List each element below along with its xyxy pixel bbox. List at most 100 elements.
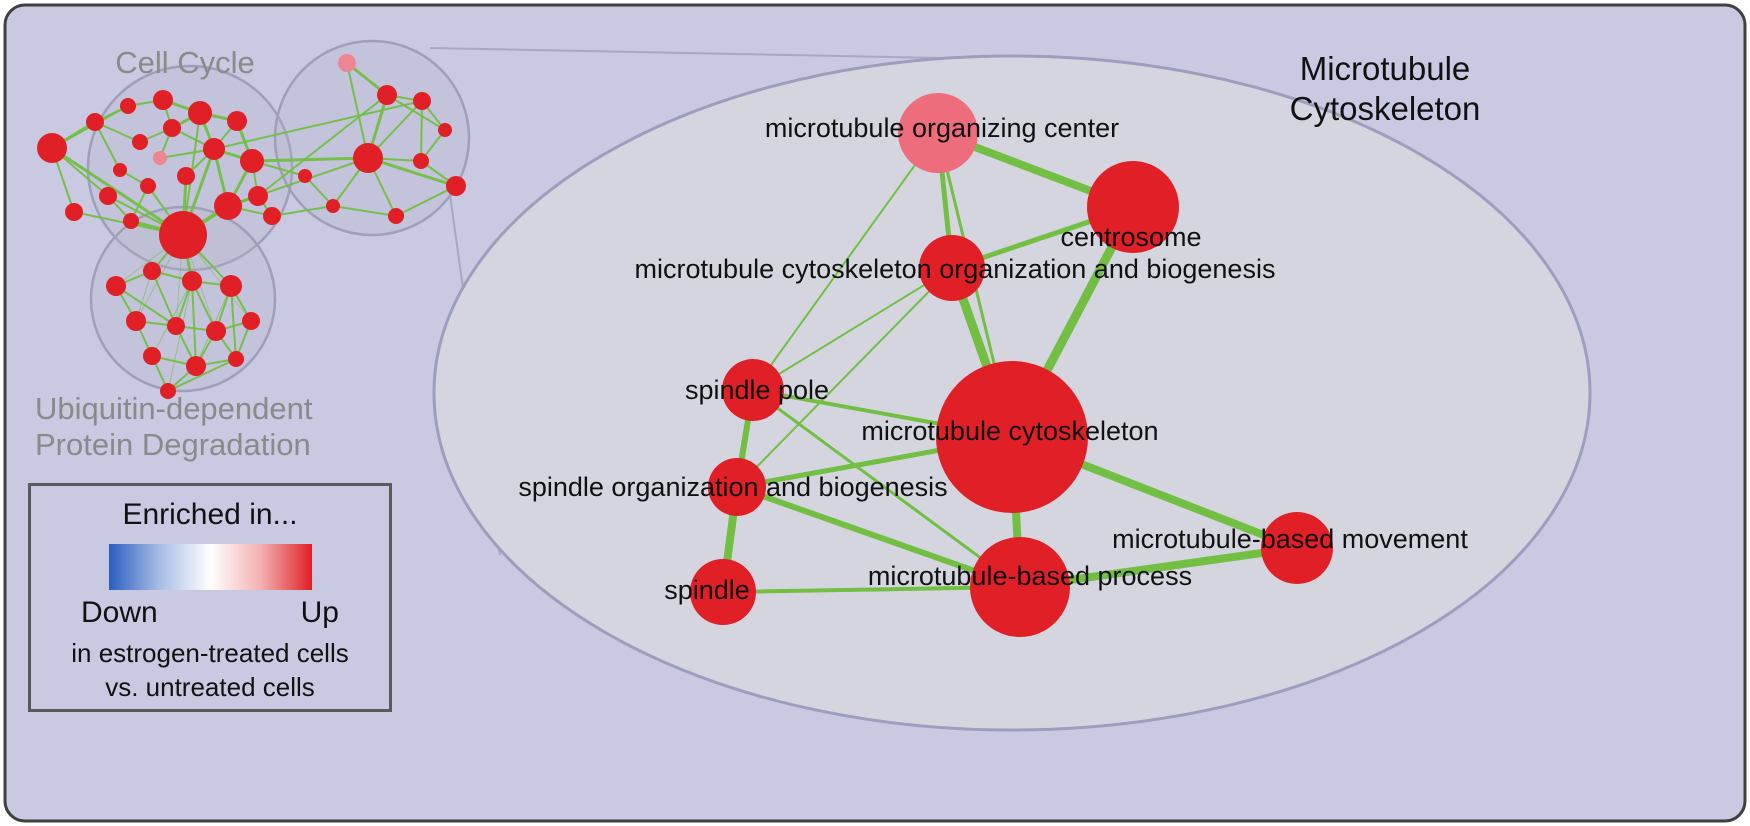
legend-subtitle-line2: vs. untreated cells <box>105 672 315 703</box>
zoom-node-mcob[interactable] <box>919 235 985 301</box>
overview-edge <box>386 94 446 131</box>
zoom-edge-spindle_pole-mbp <box>751 388 1022 589</box>
overview-node[interactable] <box>65 203 83 221</box>
zoom-node-spindle_pole[interactable] <box>722 359 784 421</box>
overview-edge <box>191 280 197 367</box>
overview-node[interactable] <box>446 176 466 196</box>
cluster-circle-microtubule <box>273 39 471 237</box>
overview-node[interactable] <box>126 311 146 331</box>
overview-node[interactable] <box>242 312 260 330</box>
overview-node[interactable] <box>123 213 139 229</box>
zoom-edge-mcob-spindle_pole <box>752 267 953 391</box>
overview-node[interactable] <box>388 208 404 224</box>
legend-gradient-bar <box>108 544 312 590</box>
overview-node[interactable] <box>106 276 126 296</box>
overview-edge <box>420 100 423 162</box>
overview-edge <box>346 62 369 159</box>
zoom-node-mbp[interactable] <box>970 537 1070 637</box>
zoom-node-label-mt_cyto: microtubule cytoskeleton <box>861 416 1158 446</box>
overview-node[interactable] <box>240 149 264 173</box>
overview-node[interactable] <box>153 90 173 110</box>
zoom-node-label-mbm: microtubule-based movement <box>1112 524 1468 554</box>
zoom-node-label-mcob: microtubule cytoskeleton organization an… <box>635 254 1276 284</box>
overview-node[interactable] <box>227 111 247 131</box>
cell-cycle-label: Cell Cycle <box>115 45 255 80</box>
overview-node[interactable] <box>203 138 225 160</box>
zoom-node-mt_cyto[interactable] <box>936 361 1088 513</box>
zoom-nodes <box>690 93 1333 637</box>
overview-node[interactable] <box>248 186 268 206</box>
overview-node[interactable] <box>86 113 104 131</box>
overview-node[interactable] <box>413 153 429 169</box>
legend-box: Enriched in... Down Up in estrogen-treat… <box>28 483 392 712</box>
overview-node[interactable] <box>159 211 207 259</box>
overview-node[interactable] <box>298 169 312 183</box>
zoom-node-label-spindle_org: spindle organization and biogenesis <box>518 472 947 502</box>
overview-node[interactable] <box>206 321 226 341</box>
overview-edge <box>167 280 193 392</box>
overview-edge <box>213 100 423 150</box>
overview-node[interactable] <box>228 351 244 367</box>
overview-node[interactable] <box>220 275 242 297</box>
overview-node[interactable] <box>177 167 195 185</box>
zoom-node-label-spindle_pole: spindle pole <box>685 375 829 405</box>
legend-up-label: Up <box>300 596 339 629</box>
overview-node[interactable] <box>153 151 167 165</box>
zoom-node-label-moc: microtubule organizing center <box>765 113 1119 143</box>
overview-node[interactable] <box>132 134 148 150</box>
overview-node[interactable] <box>37 133 67 163</box>
overview-node[interactable] <box>263 207 281 225</box>
zoom-node-moc[interactable] <box>898 93 978 173</box>
overview-edge <box>257 94 388 197</box>
microtubule-title-line2: Cytoskeleton <box>1290 90 1481 127</box>
overview-nodes <box>37 54 466 399</box>
legend-down-label: Down <box>81 596 158 629</box>
overview-edge <box>230 285 237 360</box>
zoom-node-mbm[interactable] <box>1261 512 1333 584</box>
overview-node[interactable] <box>377 85 397 105</box>
overview-edge <box>167 358 237 392</box>
overview-node[interactable] <box>188 101 212 125</box>
overview-node[interactable] <box>214 192 242 220</box>
overview-node[interactable] <box>99 187 117 205</box>
overview-edge <box>271 205 334 217</box>
overview-node[interactable] <box>353 143 383 173</box>
overview-node[interactable] <box>140 178 156 194</box>
microtubule-title-line1: Microtubule <box>1300 50 1471 87</box>
overview-node[interactable] <box>143 262 161 280</box>
zoom-node-spindle[interactable] <box>690 559 756 625</box>
overview-node[interactable] <box>120 98 136 114</box>
overview-node[interactable] <box>338 54 356 72</box>
legend-subtitle-line1: in estrogen-treated cells <box>71 638 349 668</box>
overview-node[interactable] <box>160 383 176 399</box>
overview-node[interactable] <box>413 92 431 110</box>
overview-edge <box>50 146 185 237</box>
zoom-node-label-mbp: microtubule-based process <box>868 561 1192 591</box>
zoom-node-centrosome[interactable] <box>1087 161 1179 253</box>
overview-edge <box>151 270 177 327</box>
overview-node[interactable] <box>113 163 127 177</box>
overview-node[interactable] <box>438 123 452 137</box>
zoom-edge-mcob-spindle_org <box>736 267 953 488</box>
zoom-connector-line-top <box>429 47 941 59</box>
overview-edge <box>366 156 458 188</box>
overview-node[interactable] <box>182 271 202 291</box>
legend-title: Enriched in... <box>122 498 298 531</box>
overview-node[interactable] <box>167 317 185 335</box>
overview-node[interactable] <box>326 199 340 213</box>
overview-node[interactable] <box>186 356 206 376</box>
overview-node[interactable] <box>143 347 161 365</box>
overview-edge <box>250 156 370 163</box>
overview-edge <box>94 121 121 171</box>
ubiquitin-label-line2: Protein Degradation <box>35 427 311 462</box>
ubiquitin-label-line1: Ubiquitin-dependent <box>35 391 313 426</box>
overview-node[interactable] <box>163 119 181 137</box>
zoom-node-labels: microtubule organizing centercentrosomem… <box>518 113 1468 605</box>
zoom-node-label-spindle: spindle <box>664 575 750 605</box>
zoom-edge-moc-spindle_pole <box>752 132 939 391</box>
zoom-node-spindle_org[interactable] <box>708 458 766 516</box>
zoom-edge-spindle_org-mbp <box>734 484 1023 590</box>
zoom-node-label-centrosome: centrosome <box>1060 222 1201 252</box>
overview-edge <box>395 185 457 217</box>
